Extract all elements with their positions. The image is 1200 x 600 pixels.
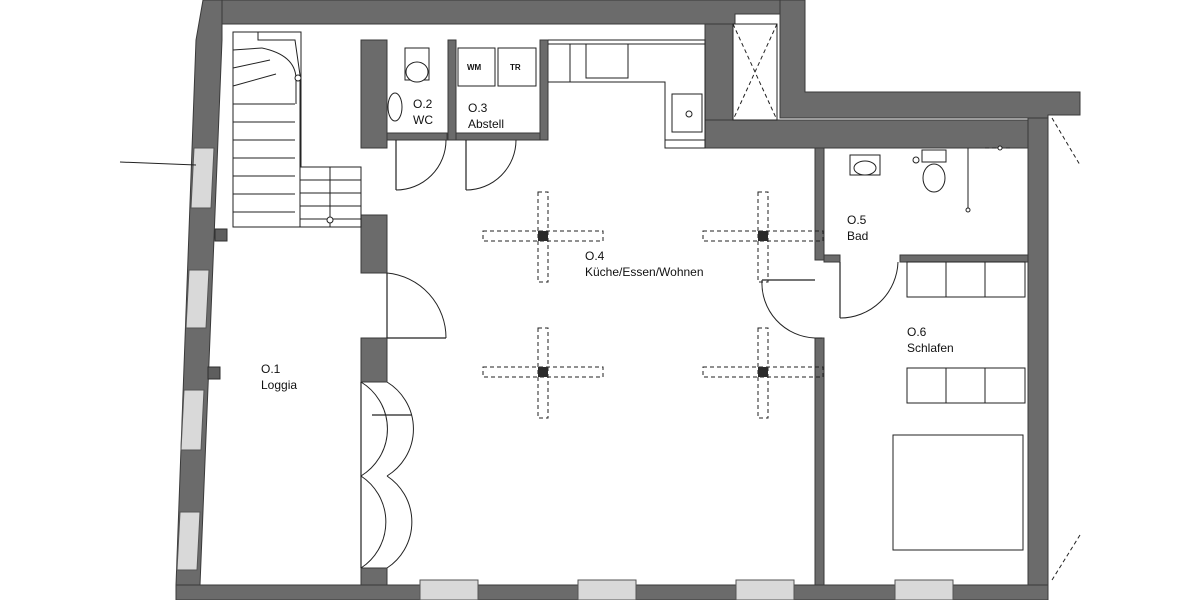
wardrobe-middle bbox=[906, 367, 1026, 404]
cross-3 bbox=[482, 327, 604, 419]
cross-1 bbox=[482, 191, 604, 283]
washer bbox=[457, 47, 496, 87]
window-left-4 bbox=[176, 511, 201, 571]
window-stub-1 bbox=[214, 228, 228, 242]
wall-wc-abstell bbox=[447, 39, 457, 141]
window-bottom-1 bbox=[419, 579, 479, 600]
wardrobe-top bbox=[906, 261, 1026, 298]
interior-walls bbox=[360, 23, 1029, 586]
loggia-doors bbox=[360, 272, 447, 569]
window-bottom-3 bbox=[735, 579, 795, 600]
exterior-dashes bbox=[119, 117, 1081, 581]
wall-right bbox=[1027, 117, 1049, 586]
stove bbox=[585, 43, 629, 79]
wall-bad-schlafen bbox=[899, 254, 1029, 263]
dryer bbox=[497, 47, 537, 87]
wall-wc-bottom bbox=[386, 132, 448, 141]
wall-loggia-kitchen-mid bbox=[360, 214, 388, 274]
room-wc-number: O.2 bbox=[413, 97, 433, 111]
wc-fixtures bbox=[387, 47, 447, 191]
wall-loggia-kitchen-bottom bbox=[360, 567, 388, 586]
stair-frame bbox=[232, 31, 302, 228]
room-abstell-number: O.3 bbox=[468, 101, 488, 115]
schlafen-door bbox=[761, 279, 822, 339]
bad-fixtures bbox=[839, 145, 1010, 319]
bad-toilet-tank bbox=[921, 149, 947, 163]
room-loggia-number: O.1 bbox=[261, 362, 281, 376]
wc-sink bbox=[387, 92, 403, 122]
schlafen-furniture bbox=[892, 261, 1026, 551]
window-bottom-4 bbox=[894, 579, 954, 600]
dryer-label: TR bbox=[510, 63, 521, 72]
staircase bbox=[232, 31, 362, 228]
room-schlafen-name: Schlafen bbox=[907, 341, 954, 355]
washer-label: WM bbox=[467, 63, 482, 72]
room-schlafen-number: O.6 bbox=[907, 325, 927, 339]
toilet-bowl bbox=[405, 61, 429, 83]
room-loggia-name: Loggia bbox=[261, 378, 297, 392]
bottom-windows bbox=[419, 579, 954, 600]
wall-shaft-bottom bbox=[704, 119, 1029, 149]
bad-toilet-bowl bbox=[922, 163, 946, 193]
wall-abstell-bottom bbox=[455, 132, 541, 141]
wall-loggia-kitchen-low bbox=[360, 337, 388, 383]
room-abstell-name: Abstell bbox=[468, 117, 504, 131]
room-bad-number: O.5 bbox=[847, 213, 867, 227]
wall-top-right bbox=[779, 0, 1081, 146]
cross-4 bbox=[702, 327, 824, 419]
bed bbox=[892, 434, 1024, 551]
window-stub-2 bbox=[207, 366, 221, 380]
wall-abstell-right bbox=[539, 39, 549, 141]
left-windows bbox=[176, 147, 228, 571]
wall-bad-left bbox=[814, 147, 825, 261]
room-kueche-number: O.4 bbox=[585, 249, 605, 263]
room-wc-name: WC bbox=[413, 113, 433, 127]
window-left-1 bbox=[190, 147, 215, 209]
ceiling-crosses bbox=[482, 191, 824, 419]
chimney-shaft bbox=[732, 23, 778, 121]
window-left-3 bbox=[180, 389, 205, 451]
room-bad-name: Bad bbox=[847, 229, 868, 243]
window-bottom-2 bbox=[577, 579, 637, 600]
kitchen-counter bbox=[548, 39, 706, 149]
room-labels: O.1 Loggia O.2 WC O.3 Abstell O.4 Küche/… bbox=[261, 97, 954, 392]
room-kueche-name: Küche/Essen/Wohnen bbox=[585, 265, 704, 279]
window-left-2 bbox=[185, 269, 210, 329]
abstell-appliances: WM TR bbox=[457, 47, 537, 191]
wall-loggia-kitchen-top bbox=[360, 39, 388, 149]
kitchen-sink bbox=[671, 93, 703, 133]
wall-bad-stub bbox=[823, 254, 841, 263]
cross-2 bbox=[702, 191, 824, 283]
